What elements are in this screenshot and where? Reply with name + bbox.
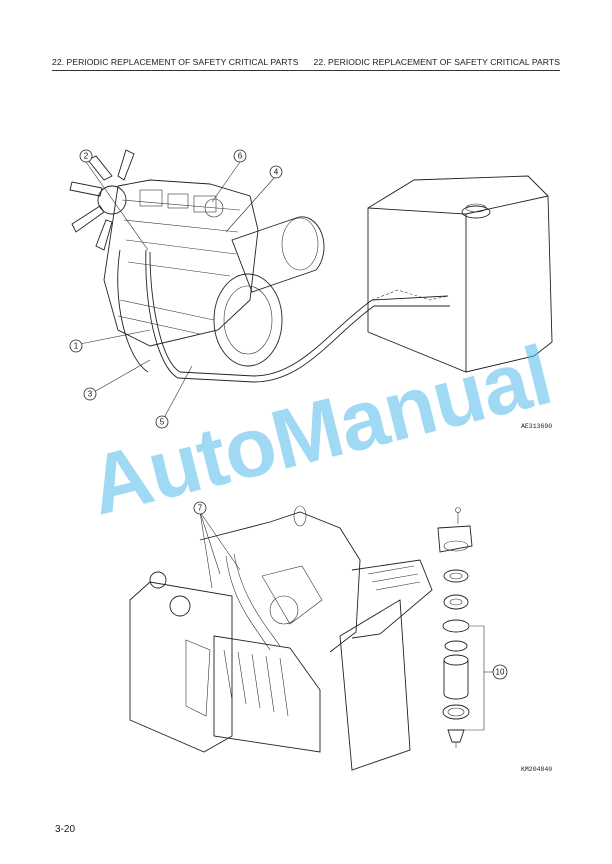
svg-text:7: 7 <box>198 504 203 513</box>
engine-illustration <box>103 179 325 367</box>
figure-top-code: AE313690 <box>521 423 553 430</box>
figure-bottom-code: KM204840 <box>521 766 553 773</box>
svg-text:4: 4 <box>274 168 279 177</box>
callout-markers-bottom: 7 10 <box>193 501 508 680</box>
page-header: 22. PERIODIC REPLACEMENT OF SAFETY CRITI… <box>52 56 560 71</box>
machine-interior-illustration <box>129 505 433 771</box>
fan-illustration <box>69 149 135 251</box>
svg-text:1: 1 <box>74 342 79 351</box>
svg-text:2: 2 <box>84 152 89 161</box>
svg-text:5: 5 <box>160 418 165 427</box>
svg-text:10: 10 <box>496 668 505 677</box>
svg-text:3: 3 <box>88 390 93 399</box>
callout-markers-top: 2 6 4 1 3 5 <box>69 149 283 429</box>
fuel-tank-illustration <box>367 175 553 373</box>
fuel-hose-illustration <box>117 249 450 383</box>
svg-text:6: 6 <box>238 152 243 161</box>
fuel-filter-exploded-illustration <box>437 507 494 748</box>
header-right-title: 22. PERIODIC REPLACEMENT OF SAFETY CRITI… <box>313 57 560 67</box>
header-left-title: 22. PERIODIC REPLACEMENT OF SAFETY CRITI… <box>52 57 299 67</box>
page-number: 3-20 <box>55 824 76 835</box>
